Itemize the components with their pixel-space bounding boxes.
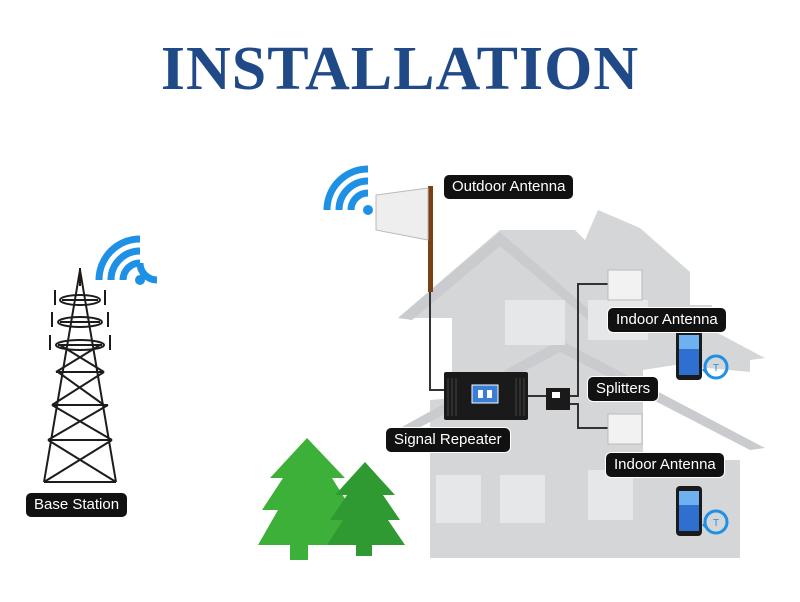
smartphone-icon: T bbox=[676, 330, 729, 380]
outdoor-antenna bbox=[375, 186, 433, 292]
splitter bbox=[546, 388, 570, 410]
yagi-antenna bbox=[375, 187, 429, 241]
tree-icon bbox=[327, 462, 405, 556]
signal-wifi-icon bbox=[323, 165, 373, 215]
svg-text:T: T bbox=[713, 363, 719, 374]
indoor-antenna-top bbox=[607, 269, 643, 301]
smartphone-icon: T bbox=[676, 486, 729, 536]
window bbox=[436, 475, 481, 523]
signal-wifi-icon bbox=[95, 235, 158, 285]
label-outdoor-antenna: Outdoor Antenna bbox=[444, 175, 574, 199]
cell-tower-icon bbox=[43, 268, 117, 483]
window bbox=[500, 475, 545, 523]
label-base-station: Base Station bbox=[26, 493, 128, 517]
page-title: INSTALLATION bbox=[160, 35, 640, 103]
window bbox=[505, 300, 565, 345]
signal-repeater bbox=[444, 372, 528, 420]
label-indoor-antenna-top: Indoor Antenna bbox=[608, 308, 726, 332]
svg-text:T: T bbox=[713, 518, 719, 529]
indoor-antenna-bottom bbox=[607, 413, 643, 445]
repeater-display bbox=[471, 384, 499, 404]
label-signal-repeater: Signal Repeater bbox=[386, 428, 510, 452]
label-splitters: Splitters bbox=[588, 377, 659, 401]
label-indoor-antenna-bottom: Indoor Antenna bbox=[606, 453, 724, 477]
antenna-mast bbox=[428, 186, 433, 292]
window bbox=[588, 470, 633, 520]
cables bbox=[429, 283, 608, 429]
